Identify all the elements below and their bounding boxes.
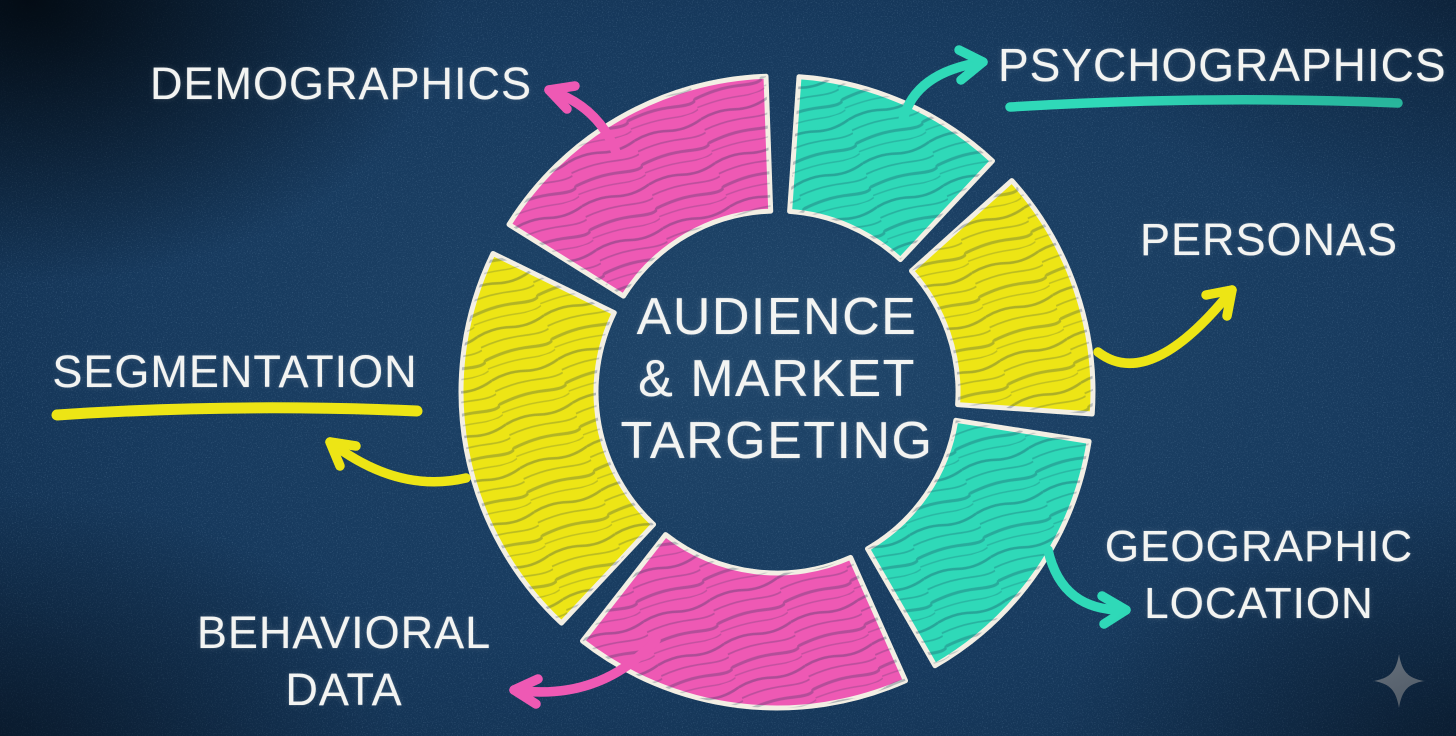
label-geographic-location: GEOGRAPHIC LOCATION: [1100, 518, 1418, 632]
center-title-line2: & MARKET: [638, 350, 916, 408]
label-psychographics: PSYCHOGRAPHICS: [998, 39, 1447, 91]
center-title-line1: AUDIENCE: [636, 288, 918, 346]
center-title-line3: TARGETING: [620, 412, 934, 470]
label-personas: PERSONAS: [1140, 214, 1399, 265]
label-behavioral-line2: DATA: [285, 664, 403, 715]
center-title: AUDIENCE & MARKET TARGETING: [597, 286, 957, 472]
label-segmentation: SEGMENTATION: [52, 346, 418, 397]
label-geographic-line2: LOCATION: [1144, 579, 1374, 628]
label-geographic-line1: GEOGRAPHIC: [1104, 522, 1414, 571]
label-behavioral-data: BEHAVIORAL DATA: [180, 604, 508, 718]
label-behavioral-line1: BEHAVIORAL: [196, 607, 492, 658]
label-demographics: DEMOGRAPHICS: [150, 58, 533, 109]
